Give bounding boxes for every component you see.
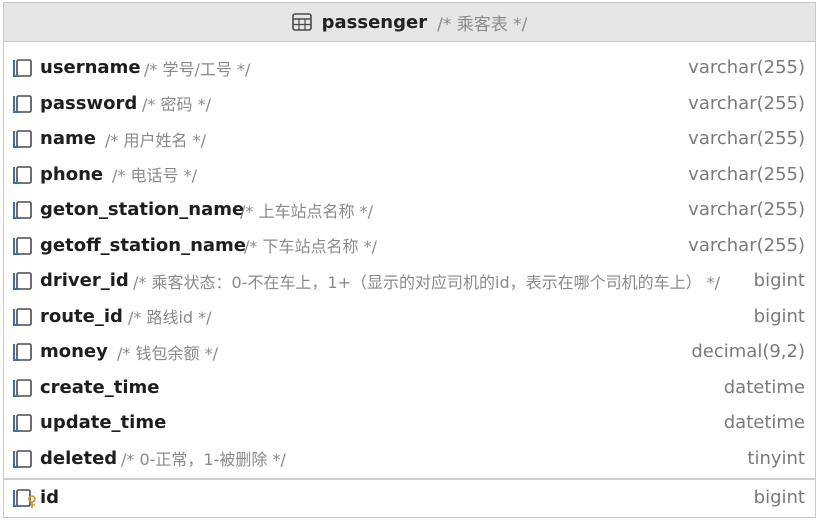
column-comment: /* 用户姓名 */ [105,130,206,150]
primary-key-row[interactable]: id bigint [4,480,815,515]
column-name: route_id [40,305,123,327]
column-icon [11,164,33,186]
column-comment: /* 0-正常，1-被删除 */ [121,450,286,469]
column-name: deleted [40,447,118,469]
column-row[interactable]: geton_station_name/* 上车站点名称 */ varchar(25… [4,192,815,227]
table-card-passenger[interactable]: passenger /* 乘客表 */ username/* 学号/工号 */ v… [3,2,816,518]
column-name: create_time [40,376,160,398]
column-row[interactable]: update_time datetime [4,405,815,440]
column-type: bigint [751,270,805,291]
column-type: varchar(255) [686,57,805,78]
column-type: varchar(255) [686,199,805,220]
column-name: name [40,128,96,149]
column-type: tinyint [745,447,805,469]
column-type: varchar(255) [686,234,805,256]
column-name: getoff_station_name [40,234,246,256]
table-comment: /* 乘客表 */ [437,14,528,35]
column-icon [11,235,33,257]
column-row[interactable]: route_id /* 路线id */ bigint [4,299,815,334]
column-icon [11,128,33,150]
column-row[interactable]: password/* 密码 */ varchar(255) [4,86,815,121]
column-type: datetime [721,376,805,398]
column-comment: /* 上车站点名称 */ [240,201,373,221]
column-row[interactable]: name /* 用户姓名 */ varchar(255) [4,121,815,156]
column-icon [11,306,33,328]
column-icon [11,270,33,292]
column-type: varchar(255) [686,92,805,114]
primary-key-divider [4,478,815,480]
column-icon [11,199,33,221]
column-icon [11,377,33,399]
column-name: id [40,487,60,508]
table-icon [291,13,312,31]
column-icon [11,448,33,470]
column-name: money [40,341,108,362]
column-row[interactable]: username/* 学号/工号 */ varchar(255) [4,50,815,85]
column-comment: /* 钱包余额 */ [117,343,218,363]
table-name: passenger [321,11,428,33]
column-row[interactable]: money /* 钱包余额 */ decimal(9,2) [4,334,815,369]
column-row[interactable]: getoff_station_name/* 下车站点名称 */ varchar(2… [4,228,815,263]
column-comment: /* 下车站点名称 */ [244,237,377,256]
column-row[interactable]: phone /* 电话号 */ varchar(255) [4,157,815,192]
column-comment: /* 电话号 */ [112,166,197,185]
column-icon [11,341,33,363]
column-name: username [40,57,141,78]
column-type: decimal(9,2) [689,341,805,362]
table-header[interactable]: passenger /* 乘客表 */ [4,3,815,42]
column-type: bigint [751,305,805,327]
column-type: bigint [751,487,805,508]
column-type: varchar(255) [686,128,805,149]
column-type: varchar(255) [686,163,805,185]
column-icon [11,57,33,79]
primary-key-column-icon [11,487,36,509]
column-icon [11,412,33,434]
column-row[interactable]: deleted/* 0-正常，1-被删除 */ tinyint [4,441,815,476]
column-comment: /* 路线id */ [128,308,212,327]
column-comment: /* 乘客状态：0-不在车上，1+（显示的对应司机的id，表示在哪个司机的车上）… [133,272,721,292]
column-comment: /* 密码 */ [142,95,211,114]
column-name: phone [40,163,104,185]
column-name: update_time [40,412,167,433]
column-name: driver_id [40,270,129,291]
column-comment: /* 学号/工号 */ [144,59,251,79]
column-name: geton_station_name [40,199,245,220]
column-type: datetime [721,412,805,433]
column-icon [11,93,33,115]
column-row[interactable]: create_time datetime [4,370,815,405]
column-row[interactable]: driver_id/* 乘客状态：0-不在车上，1+（显示的对应司机的id，表示… [4,263,815,298]
column-name: password [40,92,138,114]
